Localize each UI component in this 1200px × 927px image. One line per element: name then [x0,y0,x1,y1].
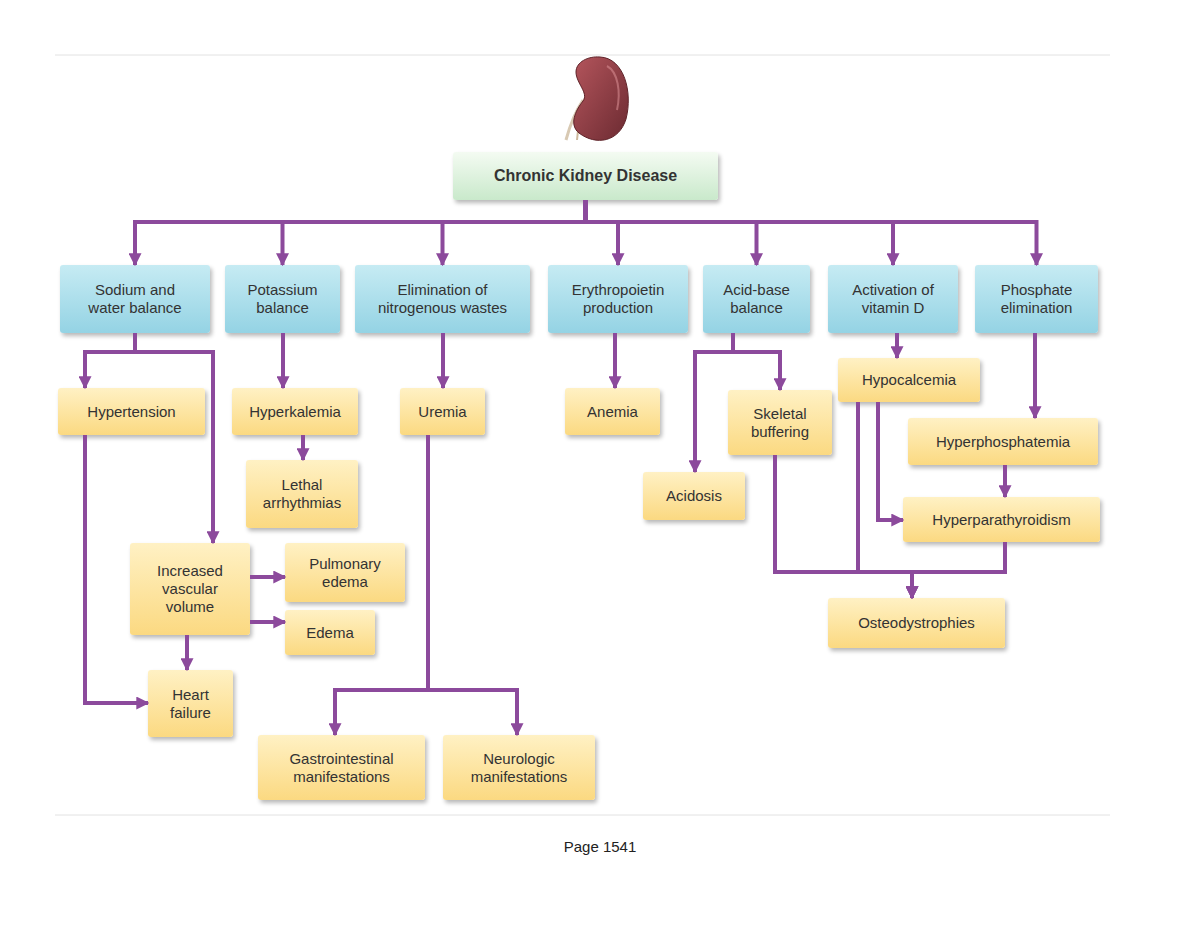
function-box: Erythropoietin production [548,265,688,333]
flow-arrow [586,200,757,265]
node-text: Hyperkalemia [249,403,341,421]
node-text: Anemia [587,403,638,421]
flow-arrow [135,333,213,543]
effect-box: Uremia [400,388,485,435]
flow-arrow [1003,465,1007,497]
effect-box: Skeletal buffering [728,390,832,455]
effect-box: Hyperphosphatemia [908,418,1098,465]
function-box: Acid-base balance [703,265,810,333]
flow-arrow [185,635,189,670]
node-text: Gastrointestinal manifestations [267,750,417,786]
flow-arrow [428,435,517,735]
node-text: Neurologic manifestations [452,750,587,786]
effect-box: Pulmonary edema [285,543,405,602]
effect-box: Lethal arrhythmias [246,460,358,528]
kidney-illustration [566,57,628,140]
flow-arrow [733,333,780,390]
disease-box: Chronic Kidney Disease [453,152,718,200]
node-text: Chronic Kidney Disease [494,166,677,185]
page-number: Page 1541 [500,838,700,855]
flow-arrow [586,200,619,265]
node-text: Uremia [418,403,466,421]
flow-arrow [858,402,912,598]
flow-arrow [895,333,899,358]
node-text: Increased vascular volume [144,562,236,616]
effect-box: Hypertension [58,388,205,435]
effect-box: Heart failure [148,670,233,737]
flow-arrow [250,620,285,624]
node-text: Hypertension [87,403,175,421]
node-text: Acid-base balance [709,281,804,317]
rule-line [55,55,1110,56]
connector-group [85,200,1037,735]
effect-box: Hyperparathyroidism [903,497,1100,542]
node-text: Pulmonary edema [299,555,391,591]
effect-box: Hyperkalemia [232,388,358,435]
node-text: Hyperparathyroidism [932,511,1070,529]
node-text: Skeletal buffering [735,405,825,441]
flow-arrow [586,200,1037,265]
node-text: Erythropoietin production [556,281,681,317]
flow-arrow [301,435,305,460]
kidney-shape [574,57,629,140]
node-text: Osteodystrophies [858,614,975,632]
flow-arrow [1033,333,1037,418]
flow-arrow [250,575,285,579]
node-text: Lethal arrhythmias [255,476,350,512]
node-text: Potassium balance [233,281,333,317]
rule-line [55,815,1110,816]
function-box: Potassium balance [225,265,340,333]
effect-box: Gastrointestinal manifestations [258,735,425,800]
flow-arrow [878,402,903,520]
effect-box: Edema [285,610,375,655]
effect-box: Osteodystrophies [828,598,1005,648]
flow-arrow [613,333,617,388]
function-box: Phosphate elimination [975,265,1098,333]
flow-arrow [912,542,1005,598]
kidney-highlight [607,66,619,110]
flow-arrow [695,333,733,472]
flow-arrow [335,435,428,735]
flow-arrow [586,200,894,265]
flow-arrow [443,200,586,265]
effect-box: Hypocalcemia [838,358,980,402]
flow-arrow [85,435,148,703]
node-text: Phosphate elimination [982,281,1092,317]
effect-box: Anemia [565,388,660,435]
flow-arrow [283,200,586,265]
effect-box: Acidosis [643,472,745,520]
node-text: Edema [306,624,354,642]
node-text: Elimination of nitrogenous wastes [363,281,523,317]
effect-box: Neurologic manifestations [443,735,595,800]
node-text: Heart failure [156,686,226,722]
flow-arrow [85,333,135,388]
flow-arrow [281,333,285,388]
flow-arrow [135,200,586,265]
node-text: Sodium and water balance [75,281,195,317]
function-box: Elimination of nitrogenous wastes [355,265,530,333]
function-box: Activation of vitamin D [828,265,958,333]
effect-box: Increased vascular volume [130,543,250,635]
flow-arrow [441,333,445,388]
node-text: Activation of vitamin D [836,281,951,317]
flow-arrow [775,455,912,598]
node-text: Hypocalcemia [862,371,956,389]
node-text: Hyperphosphatemia [936,433,1070,451]
function-box: Sodium and water balance [60,265,210,333]
node-text: Acidosis [666,487,722,505]
